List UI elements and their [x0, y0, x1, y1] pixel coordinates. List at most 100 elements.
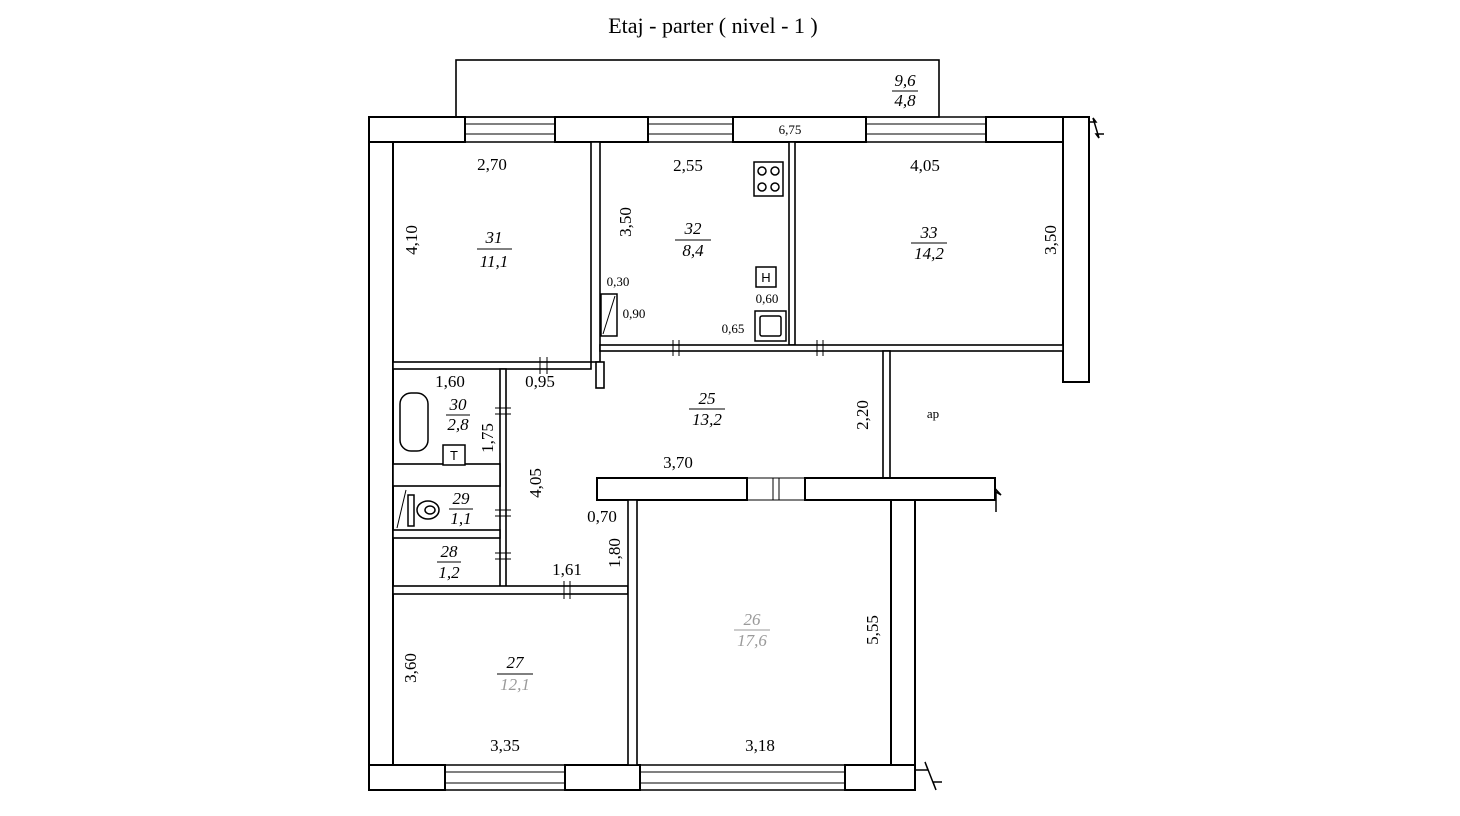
- wall-wet-rooms: [499, 368, 507, 588]
- room-26-area: 17,6: [737, 631, 767, 650]
- meter-box-icon: H: [755, 266, 777, 288]
- room-28-number: 28: [441, 542, 459, 561]
- room-27-area: 12,1: [500, 675, 530, 694]
- interior-walls: [392, 141, 1064, 766]
- top-wall-block-2: [554, 116, 649, 143]
- bottom-window-2: [640, 764, 845, 791]
- room-27: 3,60 27 12,1 3,35: [401, 653, 533, 755]
- bottom-window-1: [445, 764, 565, 791]
- room-31-number: 31: [485, 228, 503, 247]
- wall-hall-right: [882, 350, 891, 479]
- bottom-wall-block-3: [844, 764, 916, 791]
- room-29: 29 1,1: [449, 489, 473, 528]
- passage-dim: 0,70: [587, 507, 617, 526]
- room-26: 26 17,6 5,55 3,18: [734, 610, 882, 755]
- room-32-number: 32: [684, 219, 703, 238]
- top-window-2: [648, 116, 733, 143]
- apartment-label: ap: [927, 406, 939, 421]
- fixtures: H T: [396, 161, 787, 529]
- break-symbol-top-right: [1089, 117, 1104, 139]
- room-28: 28 1,2: [437, 542, 461, 582]
- counter-dim: 0,60: [756, 291, 779, 306]
- stove-icon: [753, 161, 784, 197]
- room-32-area: 8,4: [682, 241, 704, 260]
- room-31-area: 11,1: [480, 252, 509, 271]
- room-30-area: 2,8: [447, 415, 469, 434]
- balcony-label-top: 9,6: [894, 71, 916, 90]
- top-wall-block-3: [732, 116, 867, 143]
- top-window-dimension: 6,75: [779, 122, 802, 137]
- wall-hall-top: [599, 344, 1064, 352]
- wall-26-27: [627, 499, 638, 766]
- bottom-wall-block-1: [368, 764, 446, 791]
- top-wall-block-4: [985, 116, 1064, 143]
- room-25-number: 25: [699, 389, 716, 408]
- door-room-26: [747, 477, 805, 501]
- wall-31-32: [590, 141, 601, 363]
- wall-stub-hall: [595, 361, 605, 389]
- room-33: 4,05 3,50 33 14,2: [910, 156, 1060, 263]
- room-26-dim-horizontal: 3,18: [745, 736, 775, 755]
- room-32-dim-vertical: 3,50: [616, 207, 635, 237]
- top-window-1: [465, 116, 555, 143]
- boiler-box-icon: T: [442, 444, 466, 466]
- room-25: 0,95 25 13,2 2,20 3,70 4,05 0,70 1,80 1,…: [525, 372, 872, 579]
- passage-span-dim: 1,61: [552, 560, 582, 579]
- room-31-dim-vertical: 4,10: [402, 225, 421, 255]
- room-31-dim-horizontal: 2,70: [477, 155, 507, 174]
- room-27-dim-horizontal: 3,35: [490, 736, 520, 755]
- room-30: 1,60 30 2,8 1,75: [435, 372, 497, 453]
- meter-symbol: H: [761, 270, 770, 285]
- room-29-number: 29: [453, 489, 471, 508]
- balcony-label-bottom: 4,8: [894, 91, 916, 110]
- wall-31-bottom: [392, 361, 592, 370]
- balcony: 9,6 4,8: [455, 59, 940, 118]
- corridor-length-dim: 4,05: [526, 468, 545, 498]
- room-26-dim-vertical: 5,55: [863, 615, 882, 645]
- room-27-dim-vertical: 3,60: [401, 653, 420, 683]
- room-28-area: 1,2: [438, 563, 460, 582]
- room-29-area: 1,1: [450, 509, 471, 528]
- room-32: 2,55 3,50 32 8,4 0,30 0,90 0,60 0,65: [607, 156, 779, 336]
- sink-dim: 0,65: [722, 321, 745, 336]
- plan-title: Etaj - parter ( nivel - 1 ): [608, 13, 818, 38]
- sink-icon: [754, 310, 787, 342]
- break-symbol-bottom: [915, 761, 942, 791]
- top-window-3: [866, 116, 986, 143]
- wall-32-33: [788, 141, 796, 346]
- room-33-number: 33: [920, 223, 938, 242]
- left-outer-wall: [368, 116, 394, 791]
- bathtub-icon: [399, 392, 429, 452]
- top-wall-block-1: [368, 116, 466, 143]
- passage-length-dim: 1,80: [605, 538, 624, 568]
- wall-hall-bottom-left: [596, 477, 748, 501]
- room-31: 2,70 4,10 31 11,1: [402, 155, 512, 271]
- room-33-dim-vertical: 3,50: [1041, 225, 1060, 255]
- wall-29-bottom: [392, 529, 501, 539]
- wall-27-top: [392, 585, 629, 595]
- room-30-number: 30: [449, 395, 468, 414]
- bottom-wall-block-2: [564, 764, 641, 791]
- boiler-symbol: T: [450, 448, 458, 463]
- room-30-dim-horizontal: 1,60: [435, 372, 465, 391]
- room-25-dim-horizontal: 3,70: [663, 453, 693, 472]
- ventilation-shaft-icon: [600, 293, 618, 337]
- shaft-dim-a: 0,30: [607, 274, 630, 289]
- right-outer-wall: [1062, 116, 1090, 383]
- room-33-area: 14,2: [914, 244, 944, 263]
- room-27-number: 27: [507, 653, 526, 672]
- room-30-dim-vertical: 1,75: [478, 423, 497, 453]
- shaft-dim-b: 0,90: [623, 306, 646, 321]
- outer-walls: 6,75: [368, 116, 1104, 791]
- room-25-area: 13,2: [692, 410, 722, 429]
- room-32-dim-horizontal: 2,55: [673, 156, 703, 175]
- room-26-number: 26: [744, 610, 762, 629]
- hall-door-dim: 0,95: [525, 372, 555, 391]
- balcony-outline: [455, 59, 940, 118]
- room-33-dim-horizontal: 4,05: [910, 156, 940, 175]
- room-26-right-wall: [890, 499, 916, 766]
- wall-hall-bottom-right: [804, 477, 996, 501]
- door-marks: [495, 340, 824, 599]
- room-25-dim-vertical: 2,20: [853, 400, 872, 430]
